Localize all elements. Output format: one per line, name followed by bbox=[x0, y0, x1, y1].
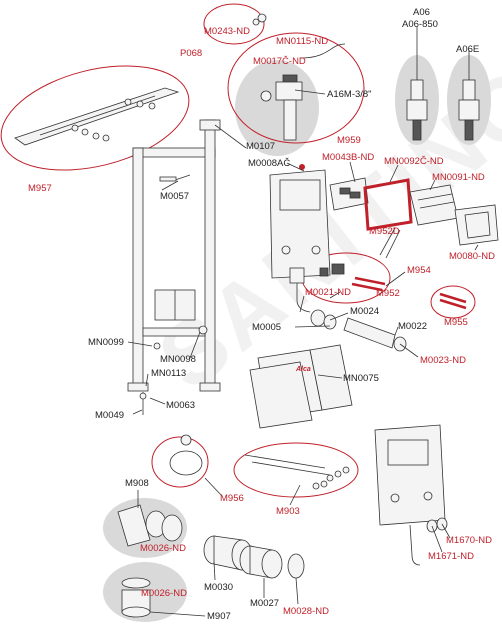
callout-m957 bbox=[0, 65, 190, 171]
label-a06e: A06E bbox=[456, 44, 480, 55]
part-m0027 bbox=[239, 545, 283, 579]
label-m952: M952 bbox=[376, 288, 400, 299]
leader-lines bbox=[127, 27, 479, 617]
part-mn0075-box bbox=[249, 344, 353, 429]
part-valve bbox=[260, 43, 346, 141]
label-m0028-nd: M0028-ND bbox=[283, 606, 329, 617]
label-m0080-nd: M0080-ND bbox=[449, 251, 495, 262]
label-m0017c-nd: M0017Č-ND bbox=[253, 56, 306, 67]
part-m0028 bbox=[287, 553, 305, 579]
callout-m956 bbox=[151, 436, 209, 488]
part-mn0092c-frame bbox=[363, 178, 413, 231]
label-m907: M907 bbox=[207, 611, 231, 622]
label-m957: M957 bbox=[28, 183, 52, 194]
label-mn0092c-nd: MN0092Č-ND bbox=[384, 156, 444, 167]
label-mn0113: MN0113 bbox=[151, 368, 187, 379]
label-mn0098: MN0098 bbox=[160, 354, 196, 365]
callout-m903 bbox=[233, 442, 359, 498]
part-m952 bbox=[319, 263, 386, 292]
label-m959: M959 bbox=[337, 135, 361, 146]
label-m0027: M0027 bbox=[250, 598, 280, 609]
label-a06-850: A06-850 bbox=[402, 19, 438, 30]
part-m0080-plate bbox=[454, 204, 499, 246]
label-mn0099: MN0099 bbox=[88, 337, 124, 348]
label-m0026-nd-b: M0026-ND bbox=[141, 588, 187, 599]
label-m0107: M0107 bbox=[246, 141, 276, 152]
label-m0243-nd: M0243-ND bbox=[204, 26, 250, 37]
label-a06: A06 bbox=[413, 7, 430, 18]
label-p068: P068 bbox=[180, 48, 203, 59]
label-alca-logo: Alca bbox=[296, 366, 311, 373]
label-m954: M954 bbox=[407, 265, 431, 276]
part-m0043b-plate bbox=[329, 177, 369, 211]
part-m907 bbox=[121, 577, 151, 618]
label-m0057: M0057 bbox=[160, 191, 190, 202]
part-mn0091-box bbox=[409, 184, 459, 226]
part-cistern bbox=[269, 164, 331, 313]
label-m0008ac: M0008AČ bbox=[248, 158, 291, 169]
part-m956-clamp bbox=[169, 434, 203, 476]
label-m0049: M0049 bbox=[95, 410, 125, 421]
label-m908: M908 bbox=[125, 478, 149, 489]
callout-m959 bbox=[227, 32, 365, 144]
part-a06e bbox=[458, 50, 480, 141]
label-mn0091-nd: MN0091-ND bbox=[432, 172, 485, 183]
label-m0024: M0024 bbox=[350, 306, 380, 317]
label-m0022: M0022 bbox=[398, 321, 428, 332]
part-m903-rods bbox=[244, 454, 350, 490]
callout-m0243 bbox=[203, 3, 265, 45]
part-m957-strip bbox=[14, 87, 180, 146]
label-mn0115-nd: MN0115-ND bbox=[276, 36, 329, 47]
label-m0023-nd: M0023-ND bbox=[420, 355, 466, 366]
label-m955: M955 bbox=[444, 317, 468, 328]
label-a16m: A16M-3/8" bbox=[327, 89, 372, 100]
label-m0030: M0030 bbox=[204, 582, 234, 593]
label-m956: M956 bbox=[220, 493, 244, 504]
part-a06 bbox=[406, 30, 428, 141]
part-m955 bbox=[439, 292, 467, 310]
label-m903: M903 bbox=[276, 506, 300, 517]
label-m0026-nd-a: M0026-ND bbox=[140, 543, 186, 554]
part-cistern-2 bbox=[374, 424, 448, 566]
label-m952d: M952D bbox=[369, 226, 400, 237]
label-m0021-nd: M0021-ND bbox=[305, 287, 351, 298]
label-m1671-nd: M1671-ND bbox=[428, 551, 474, 562]
label-m0005: M0005 bbox=[252, 322, 282, 333]
part-m952d bbox=[379, 227, 401, 259]
part-frame bbox=[127, 119, 221, 415]
callout-m955 bbox=[430, 285, 476, 319]
label-m1670-nd: M1670-ND bbox=[446, 535, 492, 546]
label-m0063: M0063 bbox=[166, 400, 196, 411]
label-m0043b-nd: M0043B-ND bbox=[322, 152, 375, 163]
part-m0243 bbox=[252, 13, 267, 26]
label-mn0075: MN0075 bbox=[343, 373, 379, 384]
part-m908 bbox=[117, 504, 183, 547]
